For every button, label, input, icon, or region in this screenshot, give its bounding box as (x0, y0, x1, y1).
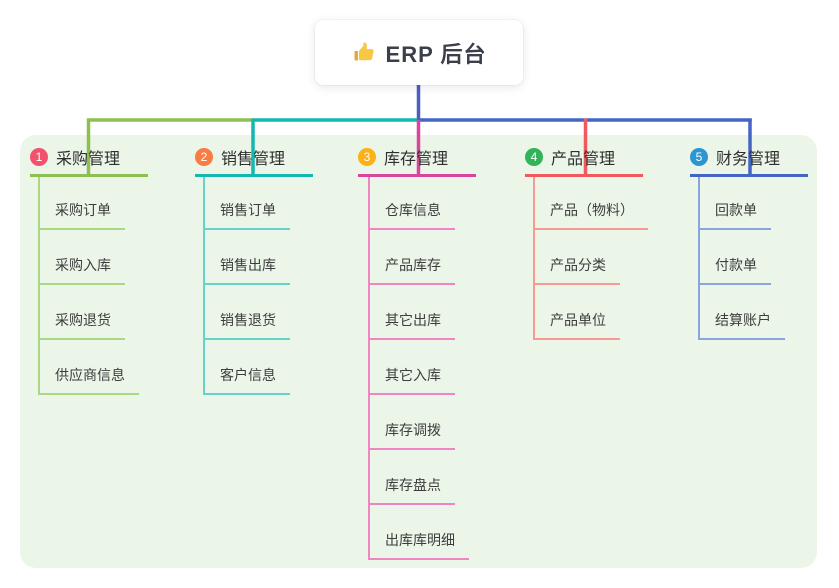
node-outbound-detail[interactable]: 出库库明细 (368, 530, 469, 560)
node-product-category[interactable]: 产品分类 (533, 255, 620, 285)
canvas-background-panel (20, 135, 817, 568)
node-product-unit[interactable]: 产品单位 (533, 310, 620, 340)
node-warehouse-info[interactable]: 仓库信息 (368, 200, 455, 230)
root-node[interactable]: ERP 后台 (315, 20, 523, 85)
node-stock-transfer[interactable]: 库存调拨 (368, 420, 455, 450)
badge-5: 5 (690, 148, 708, 166)
node-other-inbound[interactable]: 其它入库 (368, 365, 455, 395)
node-other-outbound[interactable]: 其它出库 (368, 310, 455, 340)
badge-3: 3 (358, 148, 376, 166)
node-sales-order[interactable]: 销售订单 (203, 200, 290, 230)
node-stock-taking[interactable]: 库存盘点 (368, 475, 455, 505)
node-purchase-return[interactable]: 采购退货 (38, 310, 125, 340)
node-supplier-info[interactable]: 供应商信息 (38, 365, 139, 395)
branch-label: 库存管理 (384, 151, 449, 168)
thumbs-up-icon (352, 41, 376, 65)
node-product-material[interactable]: 产品（物料） (533, 200, 648, 230)
node-receipt-bill[interactable]: 回款单 (698, 200, 771, 230)
node-customer-info[interactable]: 客户信息 (203, 365, 290, 395)
branch-header-purchase[interactable]: 1 采购管理 (30, 146, 148, 177)
badge-4: 4 (525, 148, 543, 166)
branch-header-inventory[interactable]: 3 库存管理 (358, 146, 476, 177)
branch-header-product[interactable]: 4 产品管理 (525, 146, 643, 177)
branch-label: 产品管理 (551, 151, 616, 168)
node-product-stock[interactable]: 产品库存 (368, 255, 455, 285)
branch-header-sales[interactable]: 2 销售管理 (195, 146, 313, 177)
node-purchase-inbound[interactable]: 采购入库 (38, 255, 125, 285)
node-payment-bill[interactable]: 付款单 (698, 255, 771, 285)
branch-label: 采购管理 (56, 151, 121, 168)
node-purchase-order[interactable]: 采购订单 (38, 200, 125, 230)
branch-label: 财务管理 (716, 151, 781, 168)
node-sales-return[interactable]: 销售退货 (203, 310, 290, 340)
root-node-label: ERP 后台 (385, 41, 487, 67)
branch-header-finance[interactable]: 5 财务管理 (690, 146, 808, 177)
node-sales-outbound[interactable]: 销售出库 (203, 255, 290, 285)
badge-2: 2 (195, 148, 213, 166)
node-settlement-account[interactable]: 结算账户 (698, 310, 785, 340)
badge-1: 1 (30, 148, 48, 166)
branch-label: 销售管理 (221, 151, 286, 168)
